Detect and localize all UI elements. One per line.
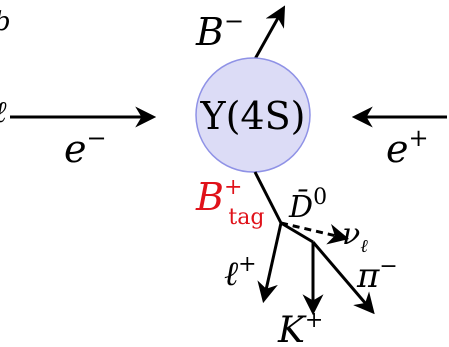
edge-fragment-mid: ℓ bbox=[0, 95, 7, 130]
b-minus-arrow bbox=[253, 5, 286, 60]
e-minus-label: e− bbox=[64, 124, 107, 171]
lepton-arrow bbox=[257, 222, 283, 304]
b-tag-label: B+tag bbox=[195, 175, 264, 230]
pion-label: π− bbox=[356, 254, 398, 296]
upsilon-label: Υ(4S) bbox=[200, 94, 306, 138]
b-minus-label: B− bbox=[195, 7, 244, 54]
pion-arrow bbox=[311, 241, 375, 315]
neutrino-arrow bbox=[280, 221, 350, 245]
neutrino-label: νℓ bbox=[342, 217, 368, 257]
upsilon-4s-circle bbox=[195, 57, 311, 173]
d-bar-zero-label: D̄0 bbox=[288, 185, 327, 225]
lepton-label: ℓ+ bbox=[224, 252, 257, 294]
kaon-label: K+ bbox=[277, 308, 323, 347]
edge-fragment-top: b bbox=[0, 7, 11, 37]
b-tag-line bbox=[253, 171, 283, 224]
d-bar-line bbox=[280, 221, 314, 244]
e-plus-label: e+ bbox=[386, 124, 429, 171]
